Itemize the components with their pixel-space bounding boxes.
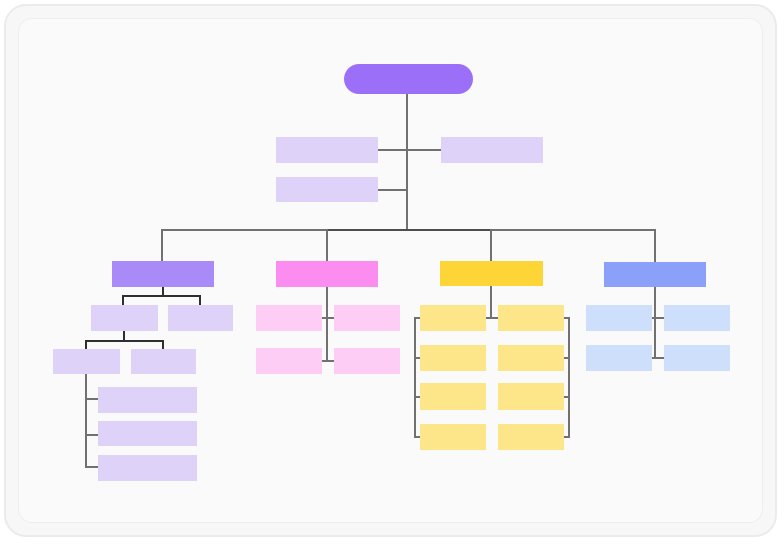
yellow-bracket-right-spine	[568, 317, 570, 438]
drop-to-yellow	[490, 229, 492, 262]
yellow-bracket-right-stub-1	[564, 317, 570, 319]
purple-stack-item-1[interactable]	[98, 387, 197, 413]
blue-cell-r2c1[interactable]	[586, 345, 652, 371]
drop-to-purple	[161, 229, 163, 262]
purple-t2-drop-right	[162, 340, 164, 350]
drop-to-pink	[326, 229, 328, 262]
pink-stub-row2	[322, 360, 334, 362]
pink-cell-r2c2[interactable]	[334, 348, 400, 374]
distribution-rail-left	[161, 229, 328, 231]
purple-stack-stub-3	[85, 466, 98, 468]
purple-stack-item-2[interactable]	[98, 421, 197, 446]
yellow-bracket-left-stub-1	[414, 317, 420, 319]
purple-level3-right[interactable]	[131, 349, 196, 374]
blue-cell-r1c2[interactable]	[664, 305, 730, 331]
detail-note-right-1[interactable]	[441, 137, 543, 163]
yellow-bracket-left-stub-2	[414, 357, 420, 359]
root-node[interactable]	[344, 64, 473, 94]
distribution-rail-mid	[328, 229, 491, 231]
purple-t2-stem	[123, 330, 125, 342]
purple-t1-bar	[122, 295, 201, 297]
pink-cell-r1c2[interactable]	[334, 305, 400, 331]
purple-t1-drop-left	[122, 295, 124, 306]
purple-stack-item-3[interactable]	[98, 455, 197, 481]
pink-branch-header[interactable]	[276, 261, 378, 287]
yellow-cell-r4c2[interactable]	[498, 424, 564, 450]
blue-stub-row1	[652, 317, 664, 319]
drop-to-blue	[654, 229, 656, 263]
detail-note-left-2[interactable]	[276, 177, 378, 202]
purple-t1-drop-right	[199, 295, 201, 306]
connector-detail-top	[378, 149, 441, 151]
pink-cell-r2c1[interactable]	[256, 348, 322, 374]
blue-branch-header[interactable]	[604, 262, 706, 287]
purple-level2-left[interactable]	[91, 305, 158, 331]
yellow-bracket-right-stub-3	[564, 396, 570, 398]
purple-t2-drop-left	[85, 340, 87, 350]
yellow-branch-header[interactable]	[440, 261, 543, 286]
yellow-bracket-left-stub-4	[414, 436, 420, 438]
yellow-cell-r3c2[interactable]	[498, 383, 564, 410]
yellow-bracket-right-stub-2	[564, 357, 570, 359]
blue-spine	[654, 287, 656, 359]
purple-t1-stem	[162, 286, 164, 297]
yellow-cell-r3c1[interactable]	[420, 383, 486, 410]
yellow-bracket-right-stub-4	[564, 436, 570, 438]
purple-stack-stub-1	[85, 398, 98, 400]
pink-cell-r1c1[interactable]	[256, 305, 322, 331]
purple-t2-bar	[85, 340, 164, 342]
trunk-vertical	[406, 94, 408, 231]
pink-spine	[326, 286, 328, 362]
yellow-cell-r2c1[interactable]	[420, 345, 486, 371]
yellow-bracket-left-spine	[414, 317, 416, 438]
yellow-bracket-left-stub-3	[414, 396, 420, 398]
purple-stack-spine	[85, 373, 87, 468]
yellow-top-stub	[486, 317, 498, 319]
blue-cell-r2c2[interactable]	[664, 345, 730, 371]
pink-stub-row1	[322, 317, 334, 319]
yellow-spine	[490, 285, 492, 319]
blue-cell-r1c1[interactable]	[586, 305, 652, 331]
purple-branch-header[interactable]	[112, 261, 214, 287]
purple-stack-stub-2	[85, 434, 98, 436]
yellow-cell-r1c2[interactable]	[498, 305, 564, 331]
distribution-rail-right	[491, 229, 656, 231]
connector-detail-bottom	[378, 189, 407, 191]
yellow-cell-r4c1[interactable]	[420, 424, 486, 450]
purple-level2-right[interactable]	[168, 305, 233, 331]
purple-level3-left[interactable]	[53, 349, 120, 374]
yellow-cell-r2c2[interactable]	[498, 345, 564, 371]
yellow-cell-r1c1[interactable]	[420, 305, 486, 331]
detail-note-left-1[interactable]	[276, 137, 378, 163]
blue-stub-row2	[652, 357, 664, 359]
